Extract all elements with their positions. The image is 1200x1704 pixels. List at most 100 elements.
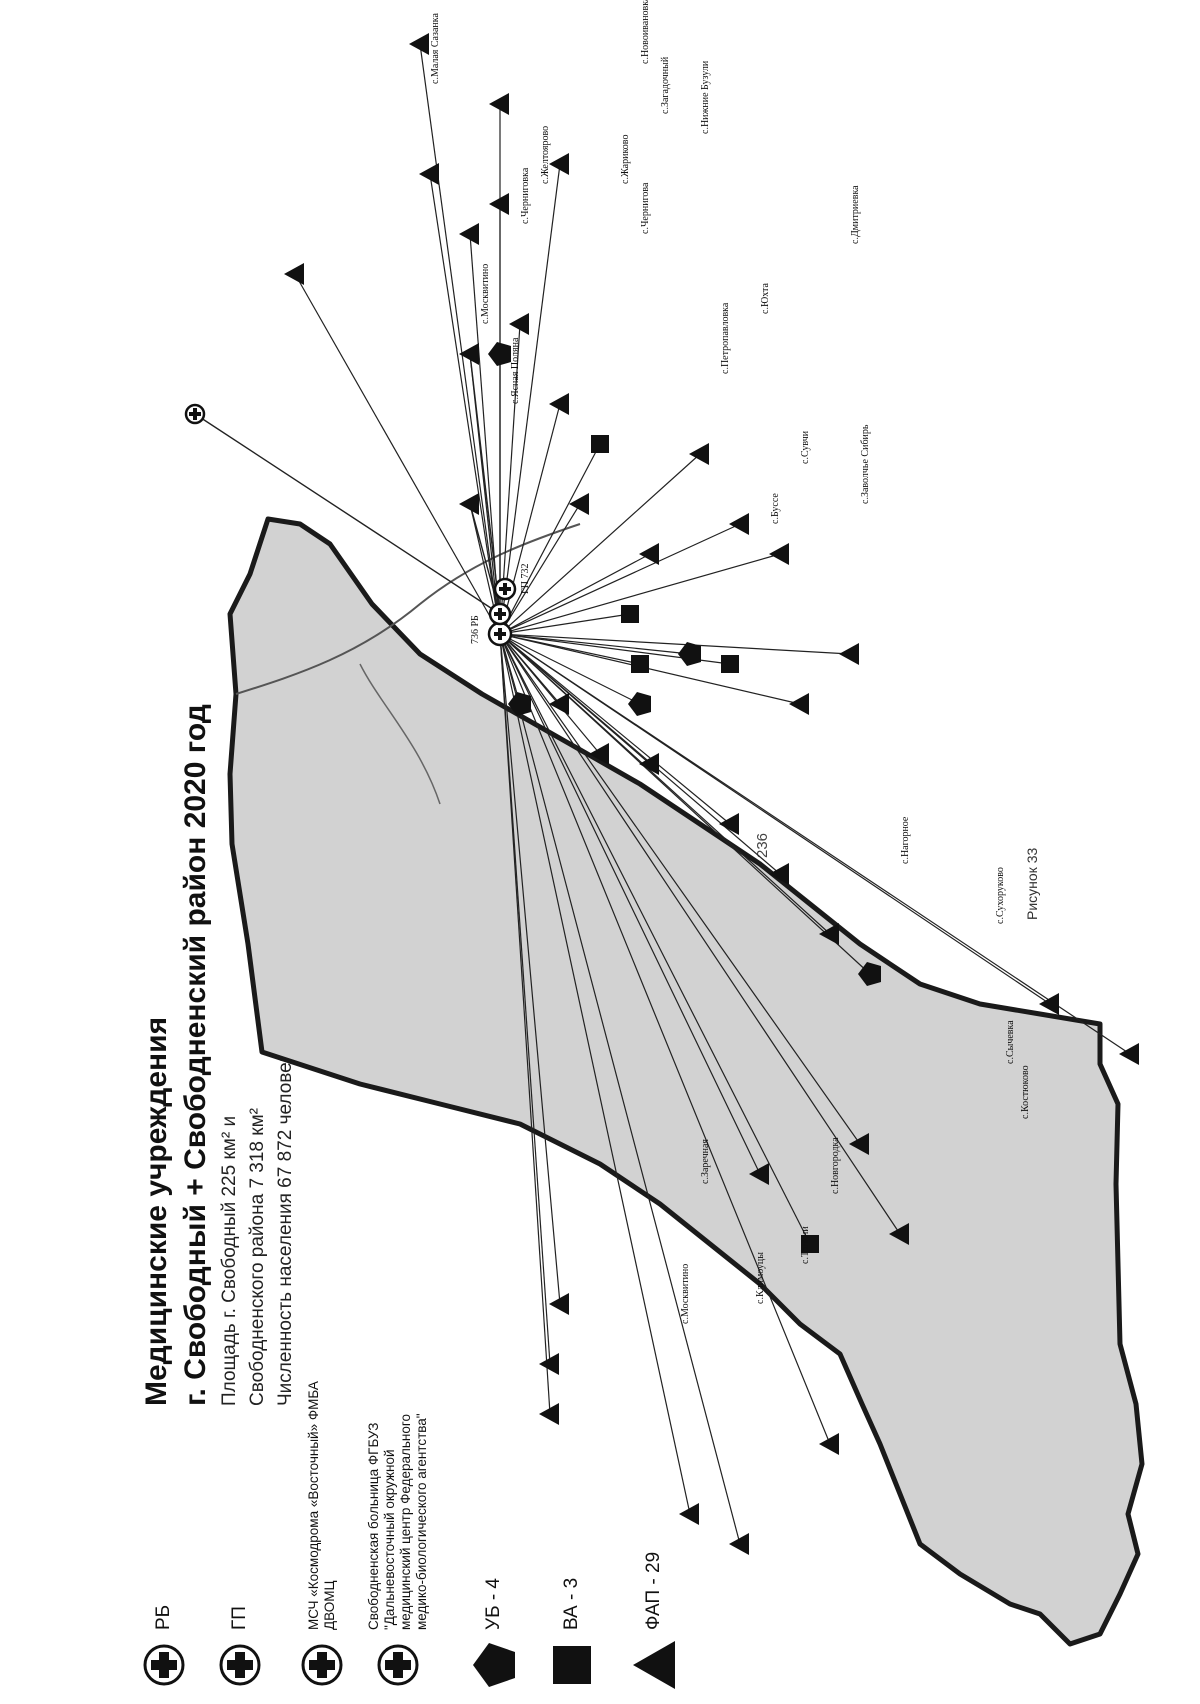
legend-item: РБ bbox=[140, 1605, 188, 1694]
fap-marker bbox=[639, 543, 659, 565]
connection-line bbox=[499, 553, 651, 635]
legend-item: ФАП - 29 bbox=[630, 1552, 678, 1694]
connection-line bbox=[499, 633, 731, 825]
place-label: с.Черниговка bbox=[520, 167, 531, 224]
connection-line bbox=[499, 633, 761, 1175]
legend-item: ВА - 3 bbox=[548, 1578, 596, 1694]
connection-line bbox=[499, 503, 581, 635]
place-label: с.Буссе bbox=[770, 493, 781, 524]
fap-marker bbox=[489, 193, 509, 215]
medical-cross-icon bbox=[494, 628, 506, 640]
district-hospital-marker bbox=[858, 962, 881, 986]
place-label: с.Москвитино bbox=[680, 1263, 691, 1324]
fap-marker bbox=[284, 263, 304, 285]
place-label: с.Нагорное bbox=[900, 816, 911, 864]
place-label: с.Толкни bbox=[800, 1226, 811, 1264]
place-label: с.Нижние Бузули bbox=[700, 60, 711, 134]
ambulatory-marker bbox=[621, 605, 639, 623]
fap-marker bbox=[769, 543, 789, 565]
legend-item: УБ - 4 bbox=[470, 1578, 518, 1694]
hospital-label: ГП 732 bbox=[520, 563, 531, 594]
pentagon-icon bbox=[470, 1636, 518, 1694]
place-label: с.Загадочный bbox=[660, 56, 671, 114]
fap-marker bbox=[459, 223, 479, 245]
place-label: с.Сычевка bbox=[1005, 1020, 1016, 1064]
medical-cross-icon bbox=[298, 1636, 346, 1694]
figure-caption: Рисунок 33 bbox=[1024, 847, 1040, 920]
connection-line bbox=[499, 633, 871, 975]
fap-marker bbox=[679, 1503, 699, 1525]
medical-cross-icon bbox=[494, 608, 506, 620]
fap-marker bbox=[549, 393, 569, 415]
river-line bbox=[235, 523, 581, 695]
hospital-label: 736 РБ bbox=[470, 615, 481, 644]
place-label: с.Юхта bbox=[760, 283, 771, 314]
place-label: с.Новгородка bbox=[830, 1137, 841, 1194]
connection-line bbox=[499, 443, 601, 635]
connection-line bbox=[499, 163, 561, 635]
fap-marker bbox=[889, 1223, 909, 1245]
legend-item: ГП bbox=[216, 1606, 264, 1694]
place-label: с.Сухоруково bbox=[995, 867, 1006, 924]
triangle-icon bbox=[630, 1636, 678, 1694]
connection-line bbox=[194, 413, 501, 615]
legend-item: Свободненская больница ФГБУЗ "Дальневост… bbox=[366, 1370, 430, 1694]
district-hospital-marker bbox=[678, 642, 701, 666]
place-label: с.Ясная Поляна bbox=[510, 337, 521, 404]
connection-line bbox=[499, 633, 691, 655]
connection-line bbox=[499, 633, 781, 875]
square-icon bbox=[548, 1636, 596, 1694]
connection-line bbox=[429, 173, 501, 635]
river-branch bbox=[359, 663, 441, 805]
fap-marker bbox=[729, 513, 749, 535]
fap-marker bbox=[729, 1533, 749, 1555]
fap-marker bbox=[849, 1133, 869, 1155]
place-label: с.Заречная bbox=[700, 1139, 711, 1184]
connection-line bbox=[499, 633, 551, 1365]
fap-marker bbox=[839, 643, 859, 665]
connection-line bbox=[499, 633, 641, 665]
ambulatory-marker bbox=[631, 655, 649, 673]
connection-line bbox=[419, 43, 501, 635]
fap-marker bbox=[689, 443, 709, 465]
district-hospital-marker bbox=[488, 342, 511, 366]
place-label: с.Желтоярово bbox=[540, 125, 551, 184]
fap-marker bbox=[459, 343, 479, 365]
medical-cross-icon bbox=[499, 583, 511, 595]
place-label: с.Климоуцы bbox=[755, 1252, 766, 1304]
place-label: с.Сувчи bbox=[800, 430, 811, 464]
place-label: с.Новоивановка bbox=[640, 0, 651, 64]
connection-line bbox=[294, 273, 501, 635]
fap-marker bbox=[569, 493, 589, 515]
legend-item: МСЧ «Космодрома «Восточный» ФМБА ДВОМЦ bbox=[298, 1370, 346, 1694]
connection-line bbox=[499, 633, 901, 1235]
medical-cross-icon bbox=[216, 1636, 264, 1694]
place-label: с.Москвитино bbox=[480, 263, 491, 324]
fap-marker bbox=[539, 1403, 559, 1425]
medical-cross-icon bbox=[189, 408, 201, 420]
connection-line bbox=[499, 523, 741, 635]
connection-line bbox=[499, 553, 781, 635]
connection-line bbox=[499, 633, 641, 705]
fap-marker bbox=[589, 743, 609, 765]
place-label: с.Жариково bbox=[620, 134, 631, 184]
connection-line bbox=[499, 633, 861, 1145]
fap-marker bbox=[819, 1433, 839, 1455]
district-hospital-marker bbox=[628, 692, 651, 716]
connection-line bbox=[499, 453, 701, 635]
fap-marker bbox=[539, 1353, 559, 1375]
place-label: с.Петропавловка bbox=[720, 302, 731, 374]
fap-marker bbox=[489, 93, 509, 115]
connection-line bbox=[499, 633, 811, 1245]
place-label: с.Костюково bbox=[1020, 1065, 1031, 1119]
district-outline bbox=[227, 516, 1145, 1647]
connection-line bbox=[499, 633, 1131, 1055]
fap-marker bbox=[639, 753, 659, 775]
fap-marker bbox=[409, 33, 429, 55]
connection-line bbox=[499, 633, 601, 755]
fap-marker bbox=[549, 1293, 569, 1315]
ambulatory-marker bbox=[721, 655, 739, 673]
